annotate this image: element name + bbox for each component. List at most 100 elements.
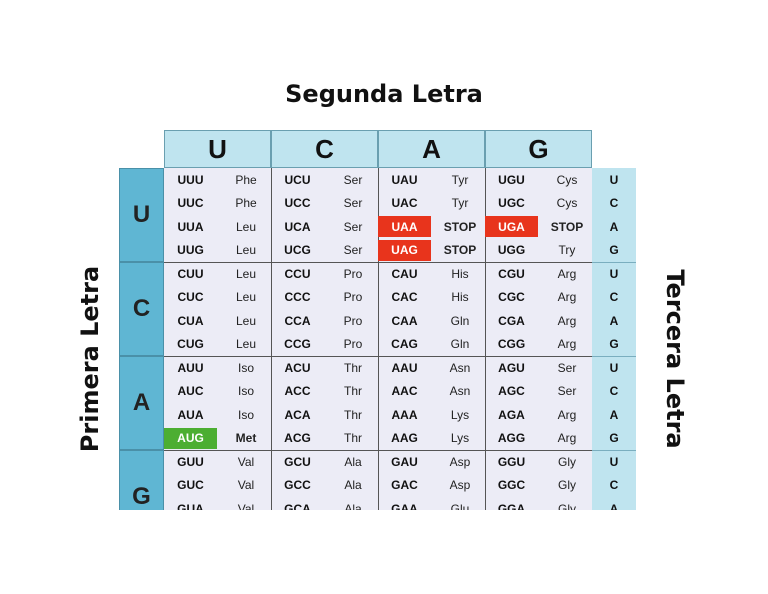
codon: GCU (284, 454, 311, 469)
amino-acid: Iso (237, 360, 254, 375)
amino-acid: Leu (235, 219, 257, 234)
amino-acid: Lys (450, 407, 470, 422)
codon: GAU (391, 454, 418, 469)
third-letter: A (592, 215, 636, 239)
amino-acid: Iso (237, 407, 254, 422)
third-letter: U (592, 168, 636, 192)
codon: UGA (485, 216, 538, 237)
amino-acid: Ser (557, 384, 577, 398)
amino-acid: Leu (235, 337, 257, 351)
grid-divider (485, 168, 486, 510)
codon: AGC (498, 384, 525, 398)
codon: AAG (391, 431, 418, 445)
amino-acid: Val (237, 478, 255, 492)
codon: GCC (284, 478, 311, 492)
amino-acid: Val (237, 454, 255, 469)
codon: GGA (497, 501, 526, 511)
amino-acid: Ser (343, 243, 363, 257)
amino-acid: Arg (557, 313, 577, 328)
amino-acid: Thr (344, 360, 362, 375)
first-letter-a: A (119, 356, 164, 450)
codon: CCC (284, 290, 311, 304)
amino-acid: Asn (449, 384, 471, 398)
codon: ACA (284, 407, 311, 422)
codon: ACU (284, 360, 311, 375)
amino-acid: Gln (450, 313, 470, 328)
codon: CGU (498, 266, 525, 281)
amino-acid: STOP (443, 243, 477, 257)
codon: GUA (177, 501, 204, 511)
amino-acid: Asn (449, 360, 471, 375)
third-letter: G (592, 332, 636, 356)
amino-acid: Asp (449, 454, 471, 469)
codon: CCG (284, 337, 311, 351)
amino-acid: Ala (344, 454, 362, 469)
third-letter: G (592, 426, 636, 450)
third-letter: C (592, 191, 636, 215)
codon: AGA (498, 407, 525, 422)
third-letter: G (592, 238, 636, 262)
second-letter-u: U (164, 130, 271, 168)
amino-acid: Lys (450, 431, 470, 445)
codon: UUA (177, 219, 204, 234)
first-letter-column: U C A G (119, 168, 164, 510)
third-letter: C (592, 379, 636, 403)
codon: CUC (177, 290, 204, 304)
amino-acid: Ser (343, 172, 363, 187)
codon: AUA (177, 407, 204, 422)
amino-acid: Ala (344, 501, 362, 511)
third-letter-label: Tercera Letra (661, 269, 689, 449)
codon: GAC (391, 478, 418, 492)
amino-acid: Asp (449, 478, 471, 492)
amino-acid: Cys (556, 196, 578, 210)
amino-acid: Ser (557, 360, 577, 375)
codon: UGU (498, 172, 525, 187)
amino-acid: Leu (235, 313, 257, 328)
third-letter: A (592, 309, 636, 333)
codon: AGU (498, 360, 525, 375)
amino-acid: STOP (550, 219, 584, 234)
third-letter: C (592, 285, 636, 309)
third-letter: C (592, 473, 636, 497)
codon: UAA (378, 216, 431, 237)
codon: CGC (498, 290, 525, 304)
amino-acid: Met (235, 431, 257, 445)
amino-acid: Arg (557, 266, 577, 281)
codon: UCU (284, 172, 311, 187)
codon: CUG (177, 337, 204, 351)
codon: UGC (498, 196, 525, 210)
amino-acid: Leu (235, 266, 257, 281)
amino-acid: Pro (343, 290, 363, 304)
third-letter: U (592, 450, 636, 474)
second-letter-title: Segunda Letra (285, 80, 483, 108)
amino-acid: Iso (237, 384, 254, 398)
amino-acid: Leu (235, 290, 257, 304)
grid-divider (592, 356, 636, 357)
amino-acid: STOP (443, 219, 477, 234)
amino-acid: Try (558, 243, 576, 257)
amino-acid: Pro (343, 266, 363, 281)
third-letter: U (592, 262, 636, 286)
codon: AAA (391, 407, 418, 422)
codon: UGG (497, 243, 526, 257)
amino-acid: His (451, 290, 469, 304)
grid-divider (164, 262, 592, 263)
amino-acid: Gly (558, 454, 576, 469)
codon: CUA (177, 313, 204, 328)
amino-acid: Val (237, 501, 255, 511)
codon: UUU (177, 172, 204, 187)
amino-acid: Ser (343, 219, 363, 234)
codon: UUC (177, 196, 204, 210)
codon: CGG (497, 337, 526, 351)
amino-acid: His (451, 266, 469, 281)
second-letter-a: A (378, 130, 485, 168)
amino-acid: Glu (450, 501, 470, 511)
codon: UAU (391, 172, 418, 187)
amino-acid: Arg (557, 337, 577, 351)
amino-acid: Pro (343, 313, 363, 328)
codon: AUG (164, 427, 217, 449)
codon: GUC (177, 478, 204, 492)
grid-divider (164, 450, 592, 451)
